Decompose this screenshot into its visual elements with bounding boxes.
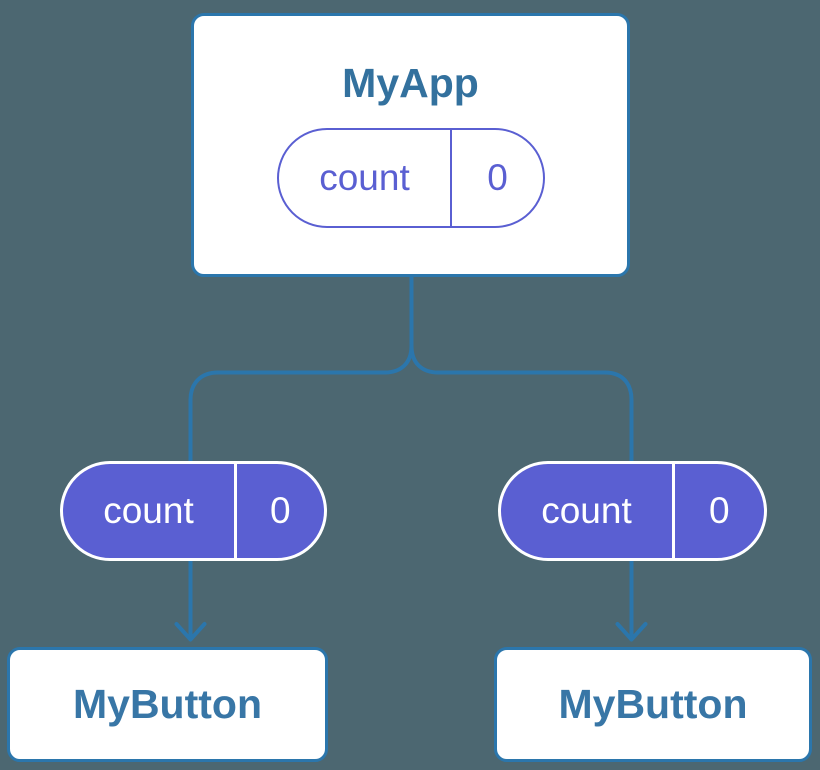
connector-branch-right — [409, 344, 634, 639]
state-pill-name: count — [319, 157, 410, 198]
node-myapp-label: MyApp — [342, 60, 479, 106]
connector-branch-left — [188, 344, 414, 639]
prop-pill-right: count 0 — [498, 461, 767, 561]
arrow-down-icon — [615, 622, 648, 642]
prop-pill-name: count — [103, 490, 194, 531]
prop-pill-value: 0 — [269, 490, 291, 531]
prop-pill-name: count — [541, 490, 632, 531]
pill-divider — [234, 464, 237, 558]
pill-divider — [450, 130, 452, 226]
arrow-down-icon — [174, 622, 207, 642]
node-mybutton-right-label: MyButton — [558, 681, 748, 727]
prop-pill-value: 0 — [708, 490, 730, 531]
state-pill-value: 0 — [487, 157, 508, 198]
state-pill-myapp: count 0 — [277, 128, 545, 228]
prop-pill-left: count 0 — [60, 461, 327, 561]
node-mybutton-left-label: MyButton — [72, 681, 262, 727]
pill-divider — [672, 464, 675, 558]
node-mybutton-right: MyButton — [494, 647, 812, 762]
node-mybutton-left: MyButton — [7, 647, 328, 762]
